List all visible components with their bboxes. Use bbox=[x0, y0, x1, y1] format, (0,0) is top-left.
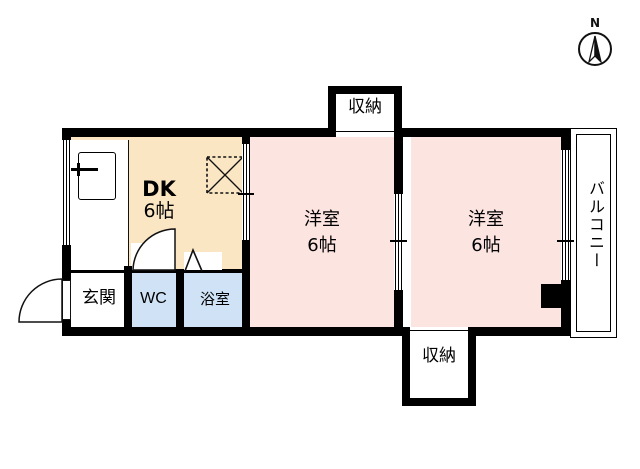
sliding-door-dk-line-b bbox=[246, 144, 248, 240]
room-left-floor bbox=[250, 137, 394, 327]
sliding-door-dk-line-c bbox=[249, 144, 251, 240]
pillar bbox=[541, 284, 563, 308]
partition-dk-wet bbox=[71, 269, 246, 273]
sliding-door-rooms-line-c bbox=[401, 194, 403, 290]
wc-label: WC bbox=[140, 290, 167, 307]
closet-top-opening-line bbox=[336, 131, 394, 133]
kitchen-window-line-c bbox=[69, 140, 71, 245]
dk-door-swing-icon[interactable] bbox=[131, 228, 177, 272]
kitchen-faucet-stem bbox=[71, 168, 81, 171]
closet-bottom-opening-line bbox=[410, 330, 468, 332]
balcony-door-line-c bbox=[568, 150, 570, 280]
wall-nub-top-closet bbox=[398, 128, 408, 137]
sliding-door-dk-handle bbox=[238, 193, 254, 195]
closet-bottom-opening[interactable] bbox=[410, 327, 468, 336]
partition-rooms-top bbox=[394, 128, 403, 194]
partition-dk-room-top bbox=[242, 128, 250, 144]
kitchen-faucet-neck bbox=[77, 163, 80, 176]
sliding-door-rooms-handle bbox=[390, 240, 407, 242]
partition-dk-room-bottom bbox=[242, 240, 250, 272]
genkan-label: 玄関 bbox=[82, 288, 116, 308]
kitchen-faucet-spout bbox=[80, 168, 98, 171]
partition-bath-room bbox=[242, 269, 250, 336]
room-right-floor bbox=[411, 137, 561, 327]
kitchen-window-line-a bbox=[63, 140, 65, 245]
balcony-label: バルコニー bbox=[586, 180, 605, 270]
balcony-door-line-b bbox=[565, 150, 567, 280]
exterior-wall-bottom bbox=[62, 327, 570, 336]
closet-top-opening[interactable] bbox=[336, 128, 394, 137]
bath-label: 浴室 bbox=[199, 290, 230, 308]
partition-wc-bath bbox=[176, 269, 184, 336]
bath-door-icon[interactable] bbox=[181, 246, 211, 272]
north-arrow: N bbox=[578, 16, 612, 70]
kitchen-window-line-b bbox=[66, 140, 68, 245]
entrance-jamb-bottom bbox=[62, 320, 71, 336]
compass-needle-icon bbox=[587, 35, 603, 65]
closet-top-label: 収納 bbox=[348, 97, 382, 117]
room-left-size-label: 6帖 bbox=[307, 235, 337, 256]
dk-door-jamb bbox=[124, 266, 132, 272]
room-right-size-label: 6帖 bbox=[471, 235, 501, 256]
closet-bottom-label: 収納 bbox=[422, 346, 456, 366]
room-right-label: 洋室 bbox=[468, 209, 504, 230]
exterior-wall-top bbox=[62, 128, 570, 137]
north-label: N bbox=[589, 16, 601, 30]
loft-marker-icon bbox=[206, 156, 244, 194]
wc-floor bbox=[131, 272, 176, 327]
dk-size-label: 6帖 bbox=[143, 200, 175, 222]
partition-genkan-wc bbox=[124, 269, 132, 336]
sliding-door-rooms-line-a bbox=[395, 194, 397, 290]
closet-bottom-interior bbox=[410, 334, 468, 398]
bath-floor bbox=[184, 272, 246, 327]
room-left-label: 洋室 bbox=[304, 209, 340, 230]
dk-label: DK bbox=[142, 177, 176, 201]
kitchen-sink-icon bbox=[78, 152, 116, 200]
entrance-door-swing-icon bbox=[18, 278, 63, 323]
sliding-door-rooms-line-b bbox=[398, 194, 400, 290]
partition-rooms-bottom bbox=[394, 290, 403, 336]
balcony-inner-outline bbox=[576, 134, 611, 332]
bath-door-opening bbox=[184, 252, 222, 270]
balcony-door-handle bbox=[557, 240, 574, 242]
balcony-door-line-a bbox=[562, 150, 564, 280]
sliding-door-dk-line-a bbox=[243, 144, 245, 240]
entrance-jamb-top bbox=[62, 272, 71, 280]
genkan-floor bbox=[71, 272, 127, 327]
